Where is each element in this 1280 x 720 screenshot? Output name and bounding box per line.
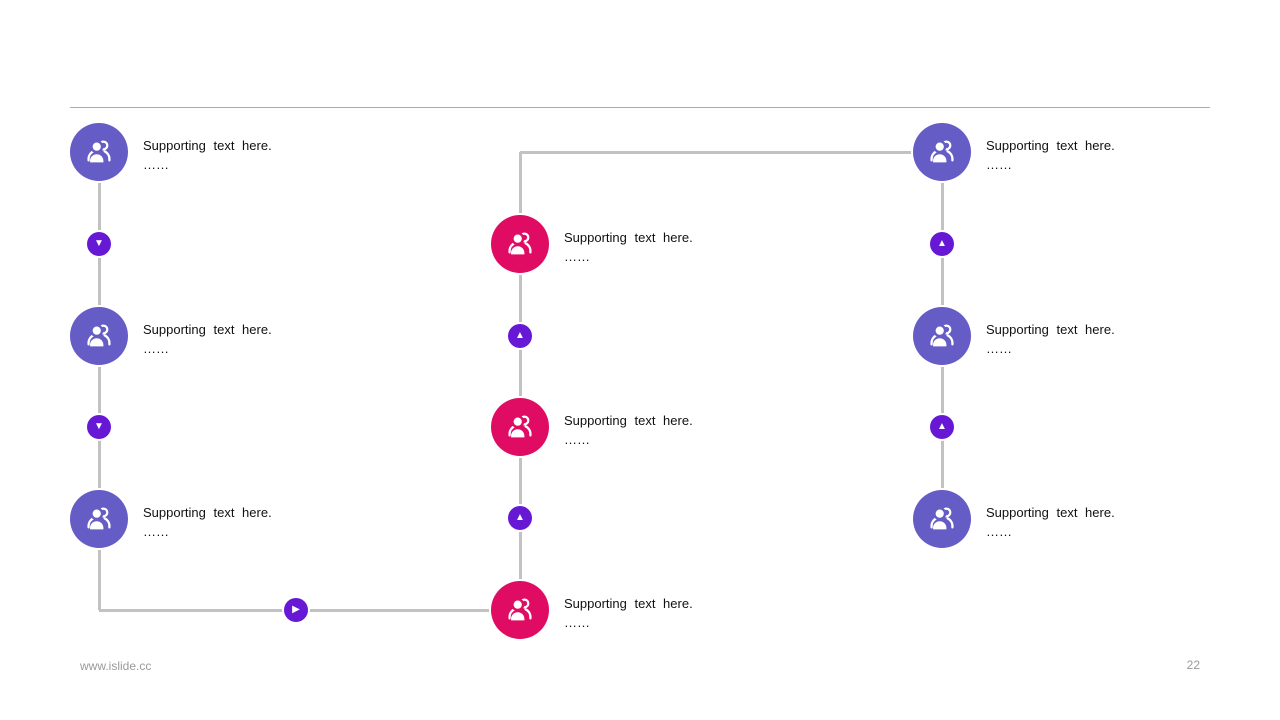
node-caption-line1: Supporting text here. [986,138,1115,153]
people-icon [87,507,111,530]
flow-node-left-1 [70,123,128,181]
down-arrow-icon: ▼ [94,238,104,249]
node-caption: Supporting text here. …… [986,136,1115,174]
right-arrow-icon: ▶ [292,604,300,615]
node-caption-line1: Supporting text here. [143,138,272,153]
people-icon [508,415,532,438]
arrow-marker-up: ▲ [930,232,954,256]
node-caption-line2: …… [986,157,1012,172]
people-icon [930,140,954,163]
node-caption: Supporting text here. …… [986,503,1115,541]
divider-line [70,107,1210,108]
flow-node-right-2 [913,307,971,365]
arrow-marker-up: ▲ [508,324,532,348]
up-arrow-icon: ▲ [515,512,525,523]
up-arrow-icon: ▲ [937,238,947,249]
node-caption-line1: Supporting text here. [986,505,1115,520]
page-number: 22 [1186,658,1200,672]
node-caption-line2: …… [143,524,169,539]
node-caption-line2: …… [564,249,590,264]
arrow-marker-down: ▼ [87,232,111,256]
node-caption: Supporting text here. …… [143,136,272,174]
flow-node-center-1 [491,215,549,273]
connector-line-top [520,151,942,154]
node-caption-line2: …… [986,341,1012,356]
connector-line-bottom [99,609,520,612]
node-caption-line1: Supporting text here. [143,322,272,337]
flow-node-center-3 [491,581,549,639]
people-icon [87,324,111,347]
node-caption-line2: …… [143,341,169,356]
node-caption-line1: Supporting text here. [564,230,693,245]
flow-node-right-1 [913,123,971,181]
node-caption: Supporting text here. …… [986,320,1115,358]
node-caption-line1: Supporting text here. [986,322,1115,337]
node-caption: Supporting text here. …… [564,411,693,449]
footer-url: www.islide.cc [80,659,152,673]
flow-node-left-3 [70,490,128,548]
node-caption: Supporting text here. …… [143,503,272,541]
node-caption-line2: …… [564,615,590,630]
arrow-marker-up: ▲ [930,415,954,439]
node-caption: Supporting text here. …… [143,320,272,358]
people-icon [87,140,111,163]
up-arrow-icon: ▲ [937,421,947,432]
flow-node-center-2 [491,398,549,456]
people-icon [508,232,532,255]
node-caption-line2: …… [143,157,169,172]
flow-node-right-3 [913,490,971,548]
node-caption: Supporting text here. …… [564,594,693,632]
arrow-marker-right: ▶ [284,598,308,622]
arrow-marker-up: ▲ [508,506,532,530]
node-caption-line2: …… [986,524,1012,539]
flow-node-left-2 [70,307,128,365]
connector-line-center-column [519,152,522,610]
up-arrow-icon: ▲ [515,330,525,341]
people-icon [930,507,954,530]
connector-line-left-column [98,152,101,610]
node-caption-line1: Supporting text here. [564,596,693,611]
people-icon [508,598,532,621]
arrow-marker-down: ▼ [87,415,111,439]
node-caption-line2: …… [564,432,590,447]
people-icon [930,324,954,347]
node-caption: Supporting text here. …… [564,228,693,266]
node-caption-line1: Supporting text here. [143,505,272,520]
down-arrow-icon: ▼ [94,421,104,432]
node-caption-line1: Supporting text here. [564,413,693,428]
